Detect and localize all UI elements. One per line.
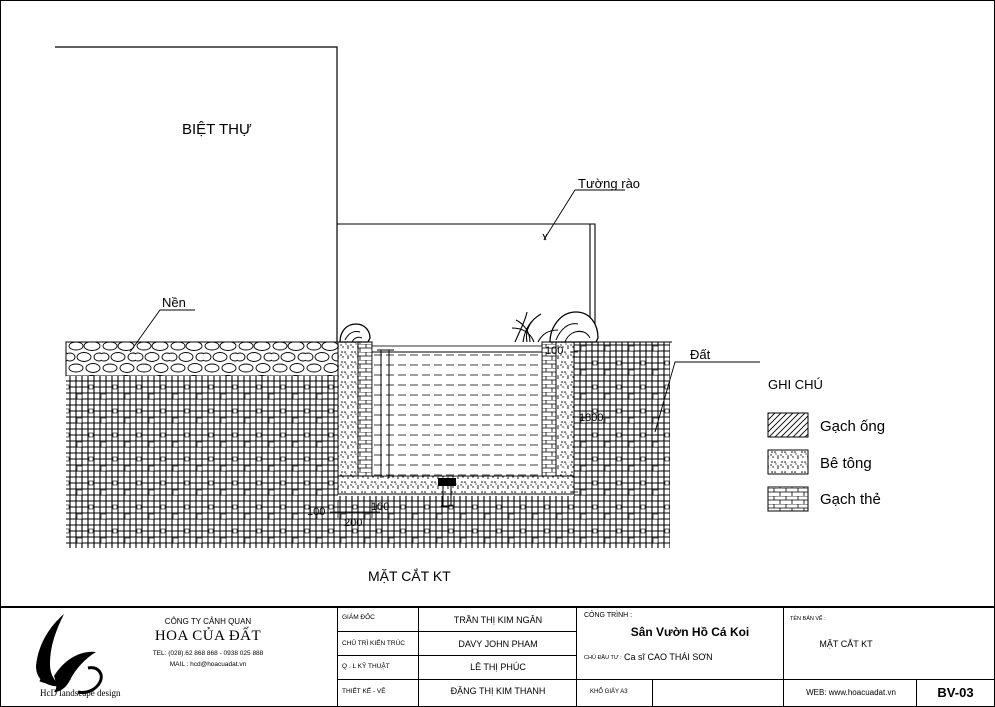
sheet-title-label: TÊN BẢN VẼ : <box>790 616 826 622</box>
dim-top-wall: 100 <box>545 345 563 357</box>
soil-left <box>66 376 338 548</box>
legend-label-0: Gạch ống <box>820 418 885 435</box>
legend-title: GHI CHÚ <box>768 377 823 392</box>
role-2: Q . L KỸ THUẬT <box>342 663 390 670</box>
soil-label: Đất <box>690 347 711 362</box>
drain-pipe <box>441 486 453 507</box>
roles-rule-1 <box>337 631 577 632</box>
foundation-leader <box>129 309 195 353</box>
role-name-1: DAVY JOHN PHAM <box>458 639 538 649</box>
role-0: GIÁM ĐỐC <box>342 614 375 621</box>
dim-base-lines <box>330 500 380 518</box>
roles-rule-3 <box>337 679 577 680</box>
role-3: THIẾT KẾ - VẼ <box>342 688 386 695</box>
paper-size: KHỔ GIẤY A3 <box>590 689 628 695</box>
pond-wall-right-brick <box>541 341 557 477</box>
soil-bottom <box>338 496 594 548</box>
title-block <box>0 606 995 707</box>
roles-rule-2 <box>337 655 577 656</box>
legend-label-2: Gạch thẻ <box>820 491 881 508</box>
owner-name: Ca sĩ CAO THÁI SƠN <box>624 652 713 662</box>
sheet-divider <box>783 607 784 707</box>
legend-swatch-brick <box>767 486 809 512</box>
pond-water <box>371 345 543 477</box>
fence-leader-tick <box>542 233 548 241</box>
company-line1: CÔNG TY CẢNH QUAN <box>164 617 252 626</box>
foundation-layer <box>65 341 339 377</box>
legend-swatch-concrete <box>767 449 809 475</box>
rock-left <box>339 323 371 343</box>
roles-grid <box>337 607 577 707</box>
dim-bottom-mid: 100 <box>371 501 389 513</box>
sheet-title: MẶT CẮT KT <box>819 639 873 649</box>
fence-label: Tường rào <box>578 176 640 191</box>
legend-swatch-hatch <box>767 412 809 438</box>
company-tel: TEL: (028).62 868 868 - 0938 025 888 <box>152 650 264 657</box>
project-rule <box>577 679 783 680</box>
company-logo <box>36 614 103 694</box>
dim-depth-line <box>570 351 578 493</box>
rock-right-detail <box>555 323 591 343</box>
dim-bottom-left: 100 <box>307 506 325 518</box>
fence-leader <box>544 189 625 239</box>
legend-label-1: Bê tông <box>820 455 872 472</box>
role-1: CHỦ TRÌ KIẾN TRÚC <box>342 640 405 647</box>
dim-depth: 1800 <box>579 412 603 424</box>
pond-wall-right-concrete <box>555 341 575 491</box>
role-name-3: ĐẶNG THỊ KIM THANH <box>450 686 546 696</box>
project-label: CÔNG TRÌNH : <box>584 612 633 619</box>
section-title: MẶT CẮT KT <box>368 567 451 584</box>
web-address: WEB: www.hoacuadat.vn <box>806 688 896 697</box>
role-name-0: TRẦN THỊ KIM NGÂN <box>453 615 543 625</box>
soil-right <box>574 342 670 548</box>
overflow-pipe <box>377 349 394 478</box>
role-name-2: LÊ THỊ PHÚC <box>470 662 526 672</box>
plant-cluster <box>511 311 559 343</box>
foundation-label: Nền <box>162 295 186 310</box>
paper-divider <box>652 679 653 707</box>
roles-divider <box>418 607 419 707</box>
rock-right <box>549 311 599 343</box>
company-mail: MAIL : hcd@hoacuadat.vn <box>169 661 247 668</box>
rock-left-detail <box>344 331 363 343</box>
sheet-number-divider <box>916 679 917 707</box>
sheet-rule <box>783 679 995 680</box>
logo-caption: HcD landscape design <box>40 688 121 698</box>
owner-label: CHỦ ĐẦU TƯ : <box>584 655 622 661</box>
pond-wall-left-concrete <box>337 341 359 491</box>
dim-base-width: 200 <box>344 517 362 529</box>
sheet-number: BV-03 <box>937 685 974 700</box>
soil-leader <box>654 361 760 433</box>
bottom-drain <box>438 478 456 486</box>
project-name: Sân Vườn Hồ Cá Koi <box>630 625 750 639</box>
pond-wall-left-brick <box>357 341 373 477</box>
villa-label: BIỆT THỰ <box>182 121 252 138</box>
villa-outline <box>55 46 338 342</box>
company-name: HOA CỦA ĐẤT <box>154 628 262 644</box>
